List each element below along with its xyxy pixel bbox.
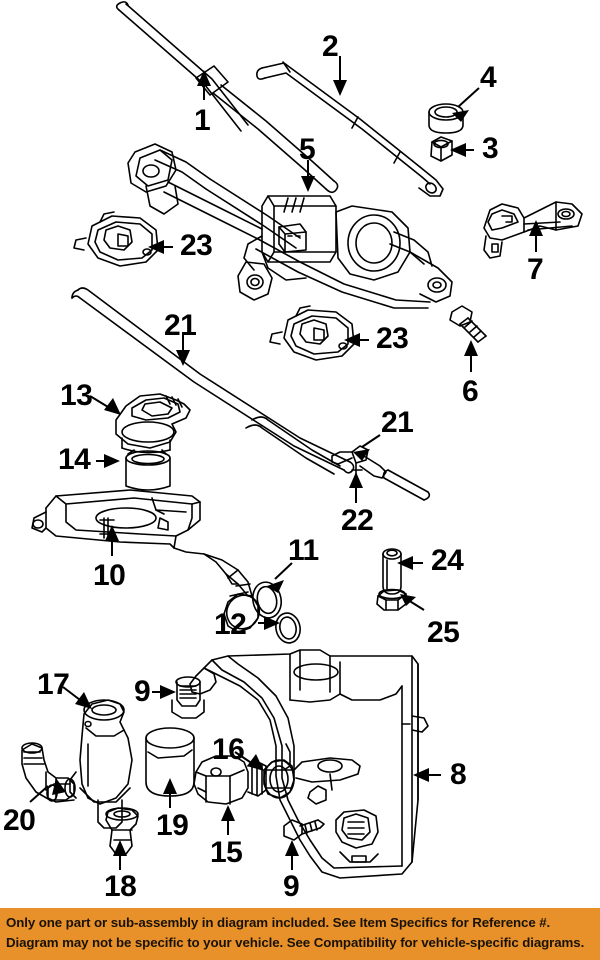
callout-23-left: 23: [180, 229, 213, 262]
part-washer-nozzle-left: [73, 211, 159, 267]
part-hose-tee-connector: [331, 445, 387, 479]
part-reservoir-bolt-lower: [283, 819, 325, 841]
part-reservoir-mount-grommet: [382, 548, 402, 595]
callout-8: 8: [450, 758, 467, 791]
part-seal-o-ring-small: [275, 612, 301, 644]
callout-14: 14: [58, 443, 91, 476]
part-washer-hose-mid: [245, 416, 341, 475]
part-sensor-grommet: [263, 759, 295, 799]
diagram-artwork: [21, 1, 583, 879]
callout-7: 7: [527, 253, 544, 286]
callout-13: 13: [60, 379, 93, 412]
part-pump-grommet: [105, 807, 139, 855]
callout-5: 5: [299, 133, 316, 166]
part-wiper-blade-passenger: [256, 61, 444, 197]
part-cowl-bracket: [483, 201, 583, 259]
part-filler-neck-seal: [125, 449, 171, 491]
callout-arrowheads: [52, 70, 543, 856]
part-washer-nozzle-right: [269, 305, 355, 361]
callout-9-lower: 9: [283, 870, 300, 903]
callout-6: 6: [462, 375, 479, 408]
callout-12: 12: [214, 608, 247, 641]
callout-15: 15: [210, 836, 243, 869]
disclaimer-line-1: Only one part or sub-assembly in diagram…: [6, 915, 551, 930]
callout-18: 18: [104, 870, 137, 903]
part-washer-hose-short: [382, 469, 431, 501]
callout-9-upper: 9: [134, 675, 151, 708]
callout-16: 16: [212, 733, 245, 766]
part-washer-nozzle-elbow: [21, 742, 76, 801]
callout-21-long: 21: [164, 309, 197, 342]
disclaimer-banner: Only one part or sub-assembly in diagram…: [0, 908, 600, 960]
callout-20: 20: [3, 804, 36, 837]
part-wiper-arm-cap: [428, 103, 464, 134]
callout-22: 22: [341, 504, 374, 537]
callout-21-short: 21: [381, 406, 414, 439]
part-seal-o-ring-large: [252, 581, 282, 619]
part-reservoir-bolt-upper: [171, 676, 205, 719]
part-reservoir-cap-plug: [376, 588, 407, 611]
part-washer-fluid-reservoir: [189, 649, 429, 879]
callout-19: 19: [156, 809, 189, 842]
disclaimer-line-2: Diagram may not be specific to your vehi…: [6, 935, 585, 950]
callout-24: 24: [431, 544, 464, 577]
callout-11: 11: [288, 534, 319, 567]
callout-3: 3: [482, 132, 499, 165]
part-washer-filler-neck: [115, 393, 191, 454]
part-linkage-bolt: [449, 305, 487, 343]
part-wiper-motor-linkage-assembly: [127, 143, 453, 309]
callout-23-right: 23: [376, 322, 409, 355]
part-wiper-arm-nut: [430, 136, 453, 162]
callout-25: 25: [427, 616, 460, 649]
callout-10: 10: [93, 559, 126, 592]
callout-2: 2: [322, 30, 339, 63]
callout-17: 17: [37, 668, 70, 701]
exploded-parts-diagram: 1 2 3 4 5 6 7 8 9 9 10 11 12 13 14 15 16…: [3, 1, 583, 903]
callout-1: 1: [194, 104, 211, 137]
callout-4: 4: [480, 61, 497, 94]
